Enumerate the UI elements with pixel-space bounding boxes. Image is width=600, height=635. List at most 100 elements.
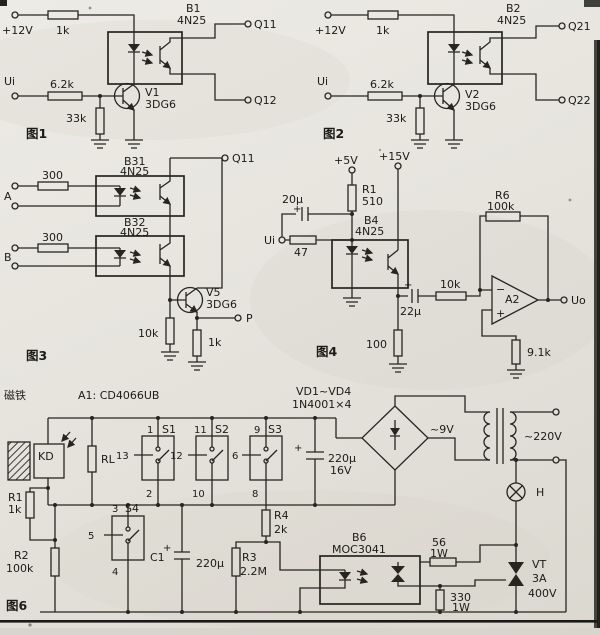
fig3-resistor-1k [192, 329, 202, 357]
fig6-resistor-r4 [261, 509, 271, 537]
fig3-resistor-300a [37, 181, 69, 191]
fig6-r1-name-label: R1 [8, 491, 23, 504]
fig1-terminal [11, 92, 19, 100]
fig6-triac-name-label: VT [532, 558, 547, 571]
fig3-light-arrow-icon [129, 256, 142, 264]
fig6-ac220-label: ~220V [524, 430, 562, 443]
fig3-opto-b-name-label: B32 [124, 216, 146, 229]
fig4-opamp-minus-label: − [496, 283, 505, 296]
fig3-phototransistor-emitter [159, 257, 172, 267]
fig3-optocoupler-b31-box [95, 175, 185, 217]
fig1-input-label: Ui [4, 75, 15, 88]
fig6-cfilter-voltage-label: 16V [330, 464, 352, 477]
fig3-transistor-name-label: V5 [206, 286, 221, 299]
fig3-r-a-label: 300 [42, 169, 63, 182]
figure3-circuit: A 300 B31 4N25 Q11 B 300 B32 4N25 V5 3DG… [4, 152, 255, 371]
fig2-supply-label: +12V [315, 24, 346, 37]
fig6-light-arrow-icon [356, 568, 369, 576]
fig1-out-top-label: Q11 [254, 18, 277, 31]
fig4-output-label: Uo [571, 294, 586, 307]
fig3-light-arrow-icon [129, 192, 142, 200]
transformer-secondary [483, 411, 491, 461]
fig2-optocoupler-box [427, 31, 503, 85]
fig1-optocoupler-box [107, 31, 183, 85]
figure6-circuit: 磁铁 A1: CD4066UB KD RL R1 1k R2 100k C1 2… [4, 385, 567, 614]
fig4-r1-name-label: R1 [362, 183, 377, 196]
fig3-terminal [11, 262, 19, 270]
fig6-lamp-label: H [536, 486, 544, 499]
fig3-terminal-p [234, 314, 242, 322]
fig1-transistor-v1 [113, 82, 141, 110]
fig4-terminal-uo [560, 296, 568, 304]
mains-terminal [552, 456, 560, 464]
fig4-resistor-100k [485, 211, 521, 222]
fig1-transistor-type-label: 3DG6 [145, 98, 176, 111]
fig6-r2-name-label: R2 [14, 549, 29, 562]
fig4-r1-value-label: 510 [362, 195, 383, 208]
figure1-circuit: +12V 1k B1 4N25 Q11 Q12 Ui 6.2k V1 3DG6 … [2, 2, 277, 149]
fig2-out-top-label: Q21 [568, 20, 591, 33]
fig4-terminal-15v [394, 162, 402, 170]
fig3-light-arrow-icon [129, 185, 142, 193]
fig6-led-icon [339, 572, 351, 580]
fig6-resistor-r3 [231, 547, 241, 577]
fig1-caption: 图1 [26, 126, 47, 141]
moc-triac-icon [391, 566, 405, 574]
lamp-icon [506, 482, 526, 502]
fig6-s1-pin-in-label: 1 [147, 425, 153, 436]
switch-s4 [104, 515, 145, 561]
fig2-terminal [324, 11, 332, 19]
fig6-resistor-rl [87, 445, 97, 473]
fig4-supply5-label: +5V [334, 154, 358, 167]
triac-icon [508, 562, 524, 574]
fig6-triac-voltage-label: 400V [528, 587, 557, 600]
fig4-led-icon [346, 246, 358, 254]
fig1-resistor-33k [95, 107, 105, 135]
bridge-dc-wire [335, 418, 362, 439]
fig2-input-label: Ui [317, 75, 328, 88]
junction-dot [478, 288, 482, 292]
fig1-terminal-q12 [244, 96, 252, 104]
fig6-optocoupler-box [319, 555, 421, 605]
fig6-opto-name-label: B6 [352, 531, 367, 544]
fig6-r3-name-label: R3 [242, 551, 257, 564]
fig4-opto-name-label: B4 [364, 214, 379, 227]
fig4-r-noninv-label: 9.1k [527, 346, 551, 359]
junction-dots [46, 416, 518, 614]
fig4-cap-in-plus-label: + [293, 204, 301, 215]
fig6-triac-current-label: 3A [532, 572, 547, 585]
fig4-opto-type-label: 4N25 [355, 225, 384, 238]
fig6-s1-pin-ctrl-label: 13 [116, 451, 129, 462]
fig3-terminal [11, 182, 19, 190]
transformer-primary [509, 411, 517, 461]
ground-icon [90, 139, 110, 149]
fig6-r330-label: 330 [450, 591, 471, 604]
triac-icon [508, 574, 524, 586]
ground-icon [444, 139, 464, 149]
fig3-r-emitter-label: 1k [208, 336, 222, 349]
fig3-out-p-label: P [246, 312, 253, 325]
fig3-opto-a-name-label: B31 [124, 155, 146, 168]
light-arrow-icon [67, 437, 77, 448]
fig6-s2-pin-out-label: 10 [192, 489, 205, 500]
fig6-r56-label: 56 [432, 536, 446, 549]
fig4-terminal-5v [348, 166, 356, 174]
fig6-cfilter-plus-label: + [294, 443, 302, 454]
fig6-s3-pin-in-label: 9 [254, 425, 260, 436]
fig3-resistor-300b [37, 243, 69, 253]
fig3-opto-b-type-label: 4N25 [120, 226, 149, 239]
fig4-r-in-label: 47 [294, 246, 308, 259]
fig3-light-arrow-icon [129, 249, 142, 257]
fig2-resistor-6k2 [367, 91, 403, 101]
junction-dot [98, 94, 102, 98]
fig4-terminal-ui [278, 236, 286, 244]
junction-dot [418, 94, 422, 98]
fig6-r2-value-label: 100k [6, 562, 34, 575]
fig1-resistor-1k [47, 10, 79, 20]
fig6-cfilter-value-label: 220μ [328, 452, 356, 465]
diode-icon [390, 428, 400, 436]
fig4-cap-out-label: 22μ [400, 305, 421, 318]
mains-terminal [552, 408, 560, 416]
fig3-wires [18, 157, 235, 362]
fig1-light-arrow-icon [141, 57, 154, 65]
